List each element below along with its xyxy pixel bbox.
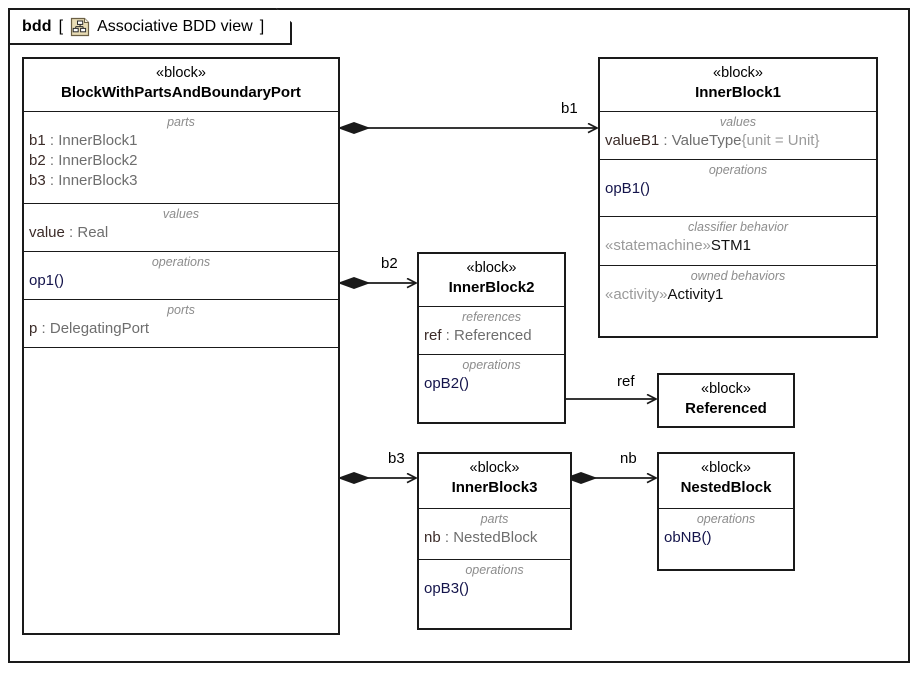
block-header: «block» InnerBlock1 <box>600 59 876 112</box>
block-stereotype: «block» <box>156 65 206 81</box>
compartment-label: ports <box>167 303 195 317</box>
block-InnerBlock1[interactable]: «block» InnerBlock1 values valueB1 : Val… <box>598 57 878 338</box>
compartment-label: classifier behavior <box>687 220 789 234</box>
block-name: NestedBlock <box>680 479 772 497</box>
property-b3[interactable]: b3 : InnerBlock3 <box>29 171 138 189</box>
compartment-operations: operations opB1() <box>600 160 876 217</box>
behavior-STM1[interactable]: «statemachine»STM1 <box>605 236 751 254</box>
behavior-Activity1[interactable]: «activity»Activity1 <box>605 285 724 303</box>
connector-label-nb: nb <box>620 450 637 467</box>
block-InnerBlock3[interactable]: «block» InnerBlock3 parts nb : NestedBlo… <box>417 452 572 630</box>
block-header: «block» Referenced <box>659 375 793 426</box>
block-NestedBlock[interactable]: «block» NestedBlock operations obNB() <box>657 452 795 571</box>
compartment-label: parts <box>167 115 195 129</box>
compartment-label: parts <box>480 512 509 526</box>
bdd-diagram-icon <box>70 17 90 37</box>
compartment-label: owned behaviors <box>690 269 786 283</box>
compartment-operations: operations opB3() <box>419 560 570 612</box>
connector-label-ref: ref <box>617 373 635 390</box>
compartment-operations: operations obNB() <box>659 509 793 571</box>
block-header: «block» NestedBlock <box>659 454 793 509</box>
diagram-view-name: Associative BDD view <box>97 17 253 35</box>
operation-opB1[interactable]: opB1() <box>605 179 651 197</box>
operation-opB2[interactable]: opB2() <box>424 374 470 392</box>
diagram-header-tab[interactable]: bdd [ Associative BDD view ] <box>8 8 292 45</box>
bracket-close: ] <box>259 17 265 35</box>
compartment-operations: operations opB2() <box>419 355 564 403</box>
property-nb[interactable]: nb : NestedBlock <box>424 528 538 546</box>
connector-label-b2: b2 <box>381 255 398 272</box>
compartment-values: values valueB1 : ValueType{unit = Unit} <box>600 112 876 160</box>
bracket-open: [ <box>58 17 64 35</box>
connector-label-b1: b1 <box>561 100 578 117</box>
property-p[interactable]: p : DelegatingPort <box>29 319 150 337</box>
operation-op1[interactable]: op1() <box>29 271 65 289</box>
compartment-values: values value : Real <box>24 204 338 252</box>
compartment-parts: parts nb : NestedBlock <box>419 509 570 560</box>
compartment-label: operations <box>151 255 211 269</box>
property-b1[interactable]: b1 : InnerBlock1 <box>29 131 138 149</box>
block-name: InnerBlock3 <box>451 479 538 497</box>
block-Referenced[interactable]: «block» Referenced <box>657 373 795 428</box>
block-BlockWithPartsAndBoundaryPort[interactable]: «block» BlockWithPartsAndBoundaryPort pa… <box>22 57 340 635</box>
operation-obNB[interactable]: obNB() <box>664 528 712 546</box>
compartment-references: references ref : Referenced <box>419 307 564 355</box>
compartment-classifier-behavior: classifier behavior «statemachine»STM1 <box>600 217 876 266</box>
compartment-label: operations <box>696 512 756 526</box>
compartment-ports: ports p : DelegatingPort <box>24 300 338 348</box>
block-name: BlockWithPartsAndBoundaryPort <box>61 84 301 102</box>
operation-opB3[interactable]: opB3() <box>424 579 470 597</box>
compartment-label: values <box>719 115 757 129</box>
compartment-label: operations <box>462 358 521 372</box>
block-stereotype: «block» <box>701 381 751 397</box>
block-name: InnerBlock2 <box>448 279 535 297</box>
connector-label-b3: b3 <box>388 450 405 467</box>
block-stereotype: «block» <box>466 260 517 276</box>
property-ref[interactable]: ref : Referenced <box>424 326 532 344</box>
block-name: Referenced <box>685 400 767 418</box>
block-name: InnerBlock1 <box>695 84 781 102</box>
property-value[interactable]: value : Real <box>29 223 109 241</box>
block-InnerBlock2[interactable]: «block» InnerBlock2 references ref : Ref… <box>417 252 566 424</box>
compartment-label: operations <box>708 163 768 177</box>
block-header: «block» BlockWithPartsAndBoundaryPort <box>24 59 338 112</box>
block-stereotype: «block» <box>713 65 763 81</box>
compartment-label: references <box>461 310 522 324</box>
block-stereotype: «block» <box>701 460 751 476</box>
property-b2[interactable]: b2 : InnerBlock2 <box>29 151 138 169</box>
block-header: «block» InnerBlock2 <box>419 254 564 307</box>
compartment-label: operations <box>465 563 524 577</box>
property-valueB1[interactable]: valueB1 : ValueType{unit = Unit} <box>605 131 820 149</box>
compartment-parts: parts b1 : InnerBlock1 b2 : InnerBlock2 … <box>24 112 338 204</box>
block-header: «block» InnerBlock3 <box>419 454 570 509</box>
diagram-kind-label: bdd <box>22 17 52 35</box>
compartment-operations: operations op1() <box>24 252 338 300</box>
compartment-label: values <box>162 207 200 221</box>
block-stereotype: «block» <box>469 460 520 476</box>
compartment-owned-behaviors: owned behaviors «activity»Activity1 <box>600 266 876 315</box>
